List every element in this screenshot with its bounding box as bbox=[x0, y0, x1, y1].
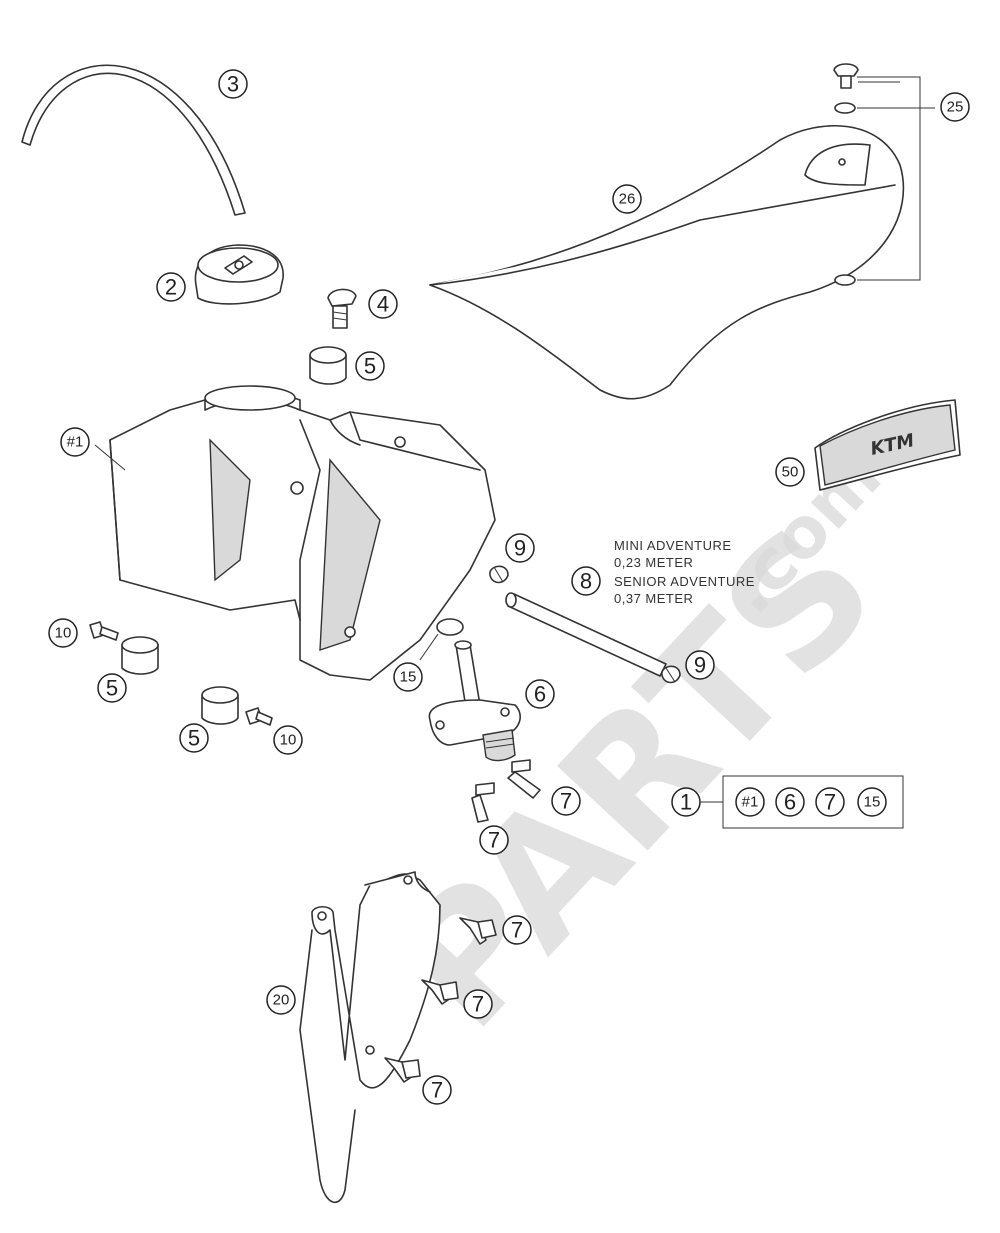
o-ring bbox=[419, 618, 464, 661]
svg-text:25: 25 bbox=[947, 99, 964, 116]
note-line-2: 0,23 METER bbox=[614, 555, 693, 570]
tap-screw-left bbox=[471, 782, 495, 823]
kit-item-6: 6 bbox=[775, 787, 805, 817]
svg-text:7: 7 bbox=[824, 790, 836, 815]
svg-text:3: 3 bbox=[227, 72, 239, 97]
svg-text:20: 20 bbox=[273, 992, 290, 1009]
rubber-bushing-center bbox=[201, 686, 239, 725]
fuel-hose bbox=[505, 592, 667, 677]
svg-text:5: 5 bbox=[188, 726, 200, 751]
callout-4: 4 bbox=[368, 289, 398, 319]
callout-25: 25 bbox=[940, 92, 970, 122]
callout-2: 2 bbox=[156, 272, 186, 302]
fuel-tap bbox=[428, 640, 521, 762]
callout-8: 8 bbox=[571, 566, 601, 596]
rubber-bushing-left bbox=[121, 636, 159, 675]
rubber-bushing-top bbox=[309, 346, 347, 385]
callout-9-top: 9 bbox=[505, 533, 535, 563]
callout-7-cover-3: 7 bbox=[422, 1075, 452, 1105]
svg-text:10: 10 bbox=[55, 625, 72, 642]
svg-text:7: 7 bbox=[472, 992, 484, 1017]
seat bbox=[429, 125, 905, 400]
note-line-3: SENIOR ADVENTURE bbox=[614, 574, 755, 589]
tap-screw-right bbox=[507, 759, 541, 799]
callout-3: 3 bbox=[218, 69, 248, 99]
hose-clamp-top bbox=[489, 565, 509, 584]
svg-text:15: 15 bbox=[400, 669, 417, 686]
svg-text:9: 9 bbox=[514, 536, 526, 561]
callout-9-bottom: 9 bbox=[685, 650, 715, 680]
callout-5-center: 5 bbox=[179, 723, 209, 753]
svg-text:7: 7 bbox=[431, 1078, 443, 1103]
callout-26: 26 bbox=[612, 184, 642, 214]
svg-text:15: 15 bbox=[864, 794, 881, 811]
svg-text:6: 6 bbox=[784, 790, 796, 815]
svg-text:7: 7 bbox=[488, 828, 500, 853]
svg-text:7: 7 bbox=[560, 789, 572, 814]
cover-screw-1 bbox=[459, 917, 497, 945]
callout-tank: #1 bbox=[60, 427, 90, 457]
svg-text:#1: #1 bbox=[67, 434, 84, 451]
hose-length-note: MINI ADVENTURE 0,23 METER SENIOR ADVENTU… bbox=[614, 538, 755, 606]
seat-screw-and-washers bbox=[833, 63, 935, 286]
callout-7-cover-2: 7 bbox=[463, 989, 493, 1019]
note-line-1: MINI ADVENTURE bbox=[614, 538, 732, 553]
callout-7-tap-left: 7 bbox=[479, 825, 509, 855]
callout-7-tap-right: 7 bbox=[551, 786, 581, 816]
kit-contents-box: #1 6 7 15 bbox=[722, 775, 904, 829]
breather-hose bbox=[21, 64, 246, 216]
svg-text:6: 6 bbox=[534, 682, 546, 707]
svg-text:1: 1 bbox=[680, 790, 692, 815]
callout-10-left: 10 bbox=[48, 618, 78, 648]
callout-7-cover-1: 7 bbox=[502, 915, 532, 945]
svg-text:#1: #1 bbox=[742, 794, 759, 811]
note-line-4: 0,37 METER bbox=[614, 591, 693, 606]
cover-screw-3 bbox=[384, 1057, 421, 1083]
svg-text:2: 2 bbox=[165, 275, 177, 300]
callout-20: 20 bbox=[266, 985, 296, 1015]
leader-lines bbox=[94, 81, 900, 803]
svg-text:10: 10 bbox=[280, 732, 297, 749]
bolt-center bbox=[245, 707, 273, 726]
svg-text:26: 26 bbox=[619, 191, 636, 208]
hose-clamp-bottom bbox=[661, 665, 681, 684]
fuel-cap bbox=[194, 244, 284, 305]
side-cover bbox=[299, 871, 441, 1204]
callout-15: 15 bbox=[393, 662, 423, 692]
callout-50: 50 bbox=[775, 457, 805, 487]
callout-10-center: 10 bbox=[273, 725, 303, 755]
svg-text:5: 5 bbox=[364, 354, 376, 379]
fuel-tank bbox=[109, 385, 496, 681]
kit-item-15: 15 bbox=[857, 787, 887, 817]
callout-5-left: 5 bbox=[97, 673, 127, 703]
kit-item-7: 7 bbox=[815, 787, 845, 817]
svg-text:5: 5 bbox=[106, 676, 118, 701]
callout-5-top: 5 bbox=[355, 351, 385, 381]
ktm-decal: KTM bbox=[814, 399, 961, 491]
bolt-left bbox=[89, 621, 119, 641]
svg-text:4: 4 bbox=[377, 292, 389, 317]
svg-text:8: 8 bbox=[580, 569, 592, 594]
callout-1: 1 bbox=[671, 787, 701, 817]
svg-text:50: 50 bbox=[782, 464, 799, 481]
callout-6: 6 bbox=[525, 679, 555, 709]
cover-screw-2 bbox=[421, 979, 459, 1005]
mounting-screw bbox=[327, 288, 357, 329]
svg-text:7: 7 bbox=[511, 918, 523, 943]
kit-item-tank: #1 bbox=[735, 787, 765, 817]
svg-text:9: 9 bbox=[694, 653, 706, 678]
